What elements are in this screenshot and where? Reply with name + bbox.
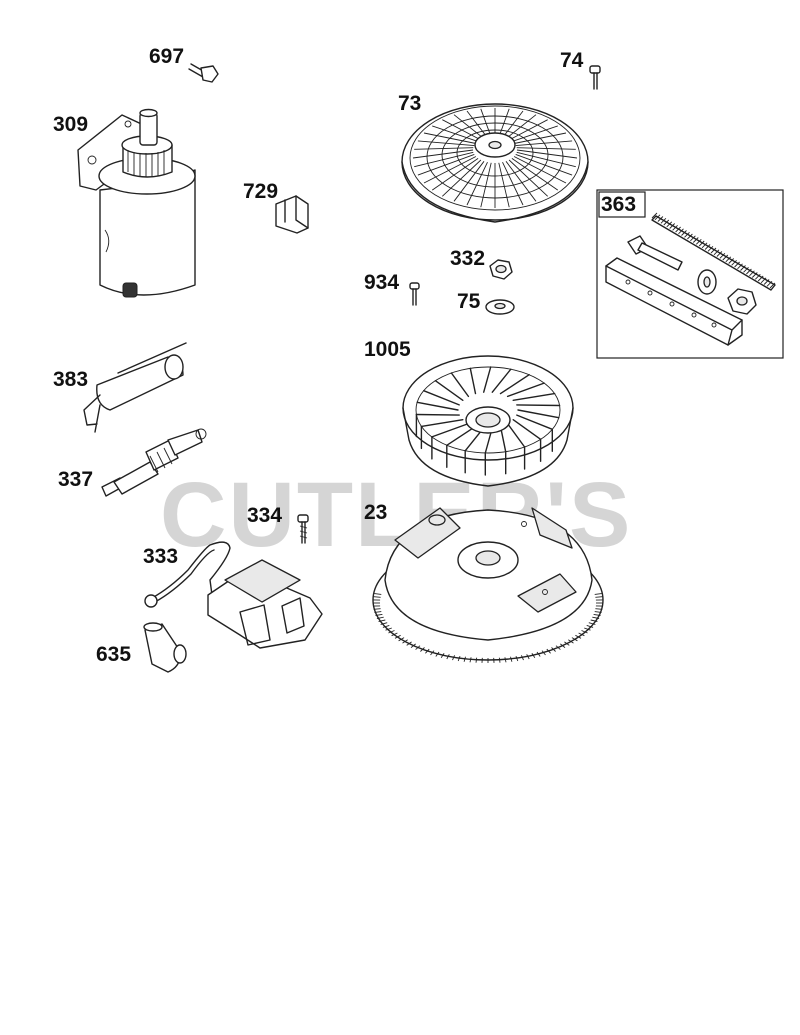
part-label-309: 309: [53, 113, 88, 136]
part-label-383: 383: [53, 368, 88, 391]
part-label-729: 729: [243, 180, 278, 203]
starter-motor-309-drawing: [77, 108, 196, 298]
part-label-332: 332: [450, 247, 485, 270]
screw-934-drawing: [409, 282, 420, 306]
flywheel-23-drawing: [372, 507, 604, 663]
part-label-635: 635: [96, 643, 131, 666]
rotating-screen-73-drawing: [401, 103, 589, 223]
part-label-75: 75: [457, 290, 481, 313]
spark-plug-337-drawing: [101, 428, 207, 497]
part-label-74: 74: [560, 49, 584, 72]
spark-boot-635-drawing: [143, 622, 187, 673]
part-label-697: 697: [149, 45, 184, 68]
clip-729-drawing: [275, 195, 309, 234]
screw-74-drawing: [589, 65, 601, 90]
washer-75-drawing: [485, 299, 515, 315]
part-label-363: 363: [601, 193, 636, 216]
nut-332-drawing: [489, 259, 513, 280]
part-label-73: 73: [398, 92, 421, 115]
fan-1005-drawing: [402, 355, 574, 487]
part-label-23: 23: [364, 501, 387, 524]
part-383-drawing: [83, 342, 187, 433]
part-label-337: 337: [58, 468, 93, 491]
part-label-334: 334: [247, 504, 282, 527]
part-label-1005: 1005: [364, 338, 411, 361]
screw-334-drawing: [297, 514, 309, 544]
kit-363-box: [596, 189, 784, 359]
bolt-697-drawing: [188, 63, 219, 83]
ignition-armature-333-drawing: [144, 541, 323, 649]
part-label-934: 934: [364, 271, 399, 294]
part-label-333: 333: [143, 545, 178, 568]
